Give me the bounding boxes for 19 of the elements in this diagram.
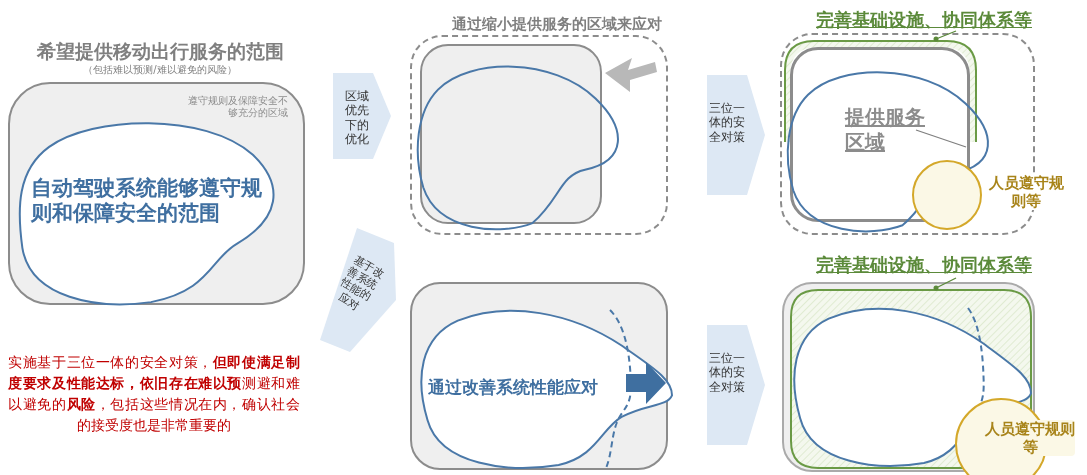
area-label: 通过改善系统性能应对 bbox=[428, 377, 599, 398]
leader-line bbox=[915, 129, 967, 148]
panel-title: 希望提供移动出行服务的范围 bbox=[35, 40, 285, 63]
chevron-label: 基于改善系统性能的应对 bbox=[335, 252, 388, 315]
panel-title: 通过缩小提供服务的区域来应对 bbox=[452, 15, 663, 33]
area-label: 完善基础设施、协同体系等 bbox=[816, 8, 1048, 32]
rounded-box bbox=[420, 44, 602, 224]
chevron-label: 三位一体的安全对策 bbox=[708, 101, 746, 145]
area-label: 完善基础设施、协同体系等 bbox=[816, 253, 1048, 277]
leader-line bbox=[933, 277, 957, 291]
panel-subtitle: （包括难以预测/难以避免的风险） bbox=[82, 64, 238, 76]
area-label: 提供服务区域 bbox=[845, 105, 925, 157]
chevron-label: 区域优先下的优化 bbox=[344, 89, 370, 147]
area-note: 遵守规则及保障安全不够充分的区域 bbox=[188, 95, 288, 119]
area-label: 人员遵守规则等 bbox=[985, 420, 1075, 456]
area-label: 自动驾驶系统能够遵守规则和保障安全的范围 bbox=[31, 176, 263, 227]
chevron-label: 三位一体的安全对策 bbox=[708, 351, 746, 395]
note-text: 实施基于三位一体的安全对策，但即使满足制度要求及性能达标，依旧存在难以预测避和难以避免的风险，包括这些情况在内，确认社会的接受度也是非常重要的 bbox=[8, 353, 300, 435]
leader-line bbox=[933, 30, 957, 42]
